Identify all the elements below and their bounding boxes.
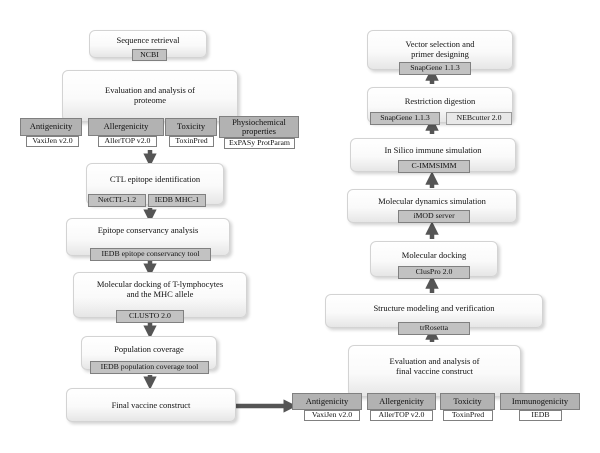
step-evaluation-proteome-label: Evaluation and analysis of proteome: [105, 85, 195, 106]
category-allergenicity-right-label: Allergenicity: [379, 395, 424, 406]
step-population-coverage-label: Population coverage: [114, 344, 184, 354]
tool-cluspro-label: ClusPro 2.0: [415, 267, 453, 277]
step-molecular-docking-label: Molecular docking: [401, 250, 467, 260]
category-allergenicity-left: Allergenicity: [88, 118, 164, 136]
tool-snapgene-restriction: SnapGene 1.1.3: [370, 112, 440, 125]
tool-snapgene-vector: SnapGene 1.1.3: [399, 62, 471, 75]
step-structure-modeling-label: Structure modeling and verification: [373, 303, 495, 313]
tool-toxinpred-right: ToxinPred: [443, 410, 493, 421]
tool-allertop-left-label: AllerTOP v2.0: [104, 136, 151, 146]
tool-vaxijen-left-label: VaxiJen v2.0: [32, 136, 73, 146]
category-toxicity-right-label: Toxicity: [453, 395, 482, 406]
tool-toxinpred-left-label: ToxinPred: [175, 136, 208, 146]
tool-iedb-mhc: IEDB MHC-1: [148, 194, 206, 207]
step-final-vaccine-construct: Final vaccine construct: [66, 388, 236, 422]
category-allergenicity-left-label: Allergenicity: [103, 121, 149, 132]
tool-netctl: NetCTL-1.2: [88, 194, 146, 207]
category-antigenicity-right-label: Antigenicity: [305, 395, 349, 406]
tool-vaxijen-right: VaxiJen v2.0: [304, 410, 360, 421]
tool-snapgene-vector-label: SnapGene 1.1.3: [410, 63, 460, 73]
step-immune-simulation-label: In Silico immune simulation: [384, 145, 482, 155]
tool-iedb-conservancy-label: IEDB epitope conservancy tool: [101, 249, 200, 259]
tool-cluspro: ClusPro 2.0: [398, 266, 470, 279]
tool-trrosetta-label: trRosetta: [419, 323, 449, 333]
tool-vaxijen-right-label: VaxiJen v2.0: [311, 410, 353, 420]
category-physiochemical: Physiochemical properties: [219, 116, 299, 138]
step-restriction-digestion-label: Restriction digestion: [404, 96, 476, 106]
tool-nebcutter-label: NEBcutter 2.0: [456, 113, 502, 123]
category-immunogenicity: Immunogenicity: [500, 393, 580, 410]
tool-expasy: ExPASy ProtParam: [224, 138, 295, 149]
step-epitope-conservancy-label: Epitope conservancy analysis: [97, 225, 199, 235]
tool-nebcutter: NEBcutter 2.0: [446, 112, 512, 125]
tool-toxinpred-right-label: ToxinPred: [451, 410, 485, 420]
tool-ncbi-label: NCBI: [140, 49, 159, 59]
step-ctl-epitope-label: CTL epitope identification: [109, 174, 201, 184]
tool-imod-label: iMOD server: [413, 211, 455, 221]
category-antigenicity-right: Antigenicity: [292, 393, 362, 410]
step-final-vaccine-construct-label: Final vaccine construct: [111, 399, 191, 410]
tool-iedb-mhc-label: IEDB MHC-1: [154, 195, 200, 205]
category-antigenicity-left-label: Antigenicity: [29, 121, 73, 132]
step-vector-selection: Vector selection and primer designing: [367, 30, 513, 70]
category-toxicity-left-label: Toxicity: [176, 121, 206, 132]
tool-iedb-population: IEDB population coverage tool: [90, 361, 209, 374]
category-toxicity-left: Toxicity: [165, 118, 217, 136]
step-evaluation-final-vaccine: Evaluation and analysis of final vaccine…: [348, 345, 521, 397]
tool-allertop-right: AllerTOP v2.0: [370, 410, 433, 421]
tool-cimmsimm-label: C-IMMSIMM: [411, 161, 457, 171]
tool-iedb-conservancy: IEDB epitope conservancy tool: [90, 248, 211, 261]
step-evaluation-final-vaccine-label: Evaluation and analysis of final vaccine…: [389, 356, 480, 377]
category-physiochemical-label: Physiochemical properties: [232, 116, 286, 136]
category-antigenicity-left: Antigenicity: [20, 118, 82, 136]
tool-expasy-label: ExPASy ProtParam: [228, 138, 290, 148]
tool-cimmsimm: C-IMMSIMM: [398, 160, 470, 173]
tool-clusto: CLUSTO 2.0: [116, 310, 184, 323]
tool-trrosetta: trRosetta: [398, 322, 470, 335]
tool-clusto-label: CLUSTO 2.0: [129, 311, 171, 321]
tool-iedb-right-label: IEDB: [531, 410, 550, 420]
category-toxicity-right: Toxicity: [440, 393, 495, 410]
tool-allertop-left: AllerTOP v2.0: [98, 136, 157, 147]
tool-ncbi: NCBI: [132, 49, 167, 61]
category-immunogenicity-label: Immunogenicity: [511, 395, 569, 406]
tool-netctl-label: NetCTL-1.2: [97, 195, 137, 205]
tool-allertop-right-label: AllerTOP v2.0: [378, 410, 425, 420]
tool-snapgene-restriction-label: SnapGene 1.1.3: [380, 113, 430, 123]
tool-imod: iMOD server: [398, 210, 470, 223]
tool-iedb-population-label: IEDB population coverage tool: [100, 362, 199, 372]
step-docking-t-lymphocytes-label: Molecular docking of T-lymphocytes and t…: [96, 279, 224, 300]
category-allergenicity-right: Allergenicity: [367, 393, 436, 410]
tool-toxinpred-left: ToxinPred: [169, 136, 214, 147]
step-molecular-dynamics-label: Molecular dynamics simulation: [378, 196, 486, 206]
step-evaluation-proteome: Evaluation and analysis of proteome: [62, 70, 238, 122]
step-sequence-retrieval-label: Sequence retrieval: [116, 35, 180, 45]
step-vector-selection-label: Vector selection and primer designing: [405, 39, 475, 60]
tool-vaxijen-left: VaxiJen v2.0: [26, 136, 79, 147]
tool-iedb-right: IEDB: [519, 410, 562, 421]
